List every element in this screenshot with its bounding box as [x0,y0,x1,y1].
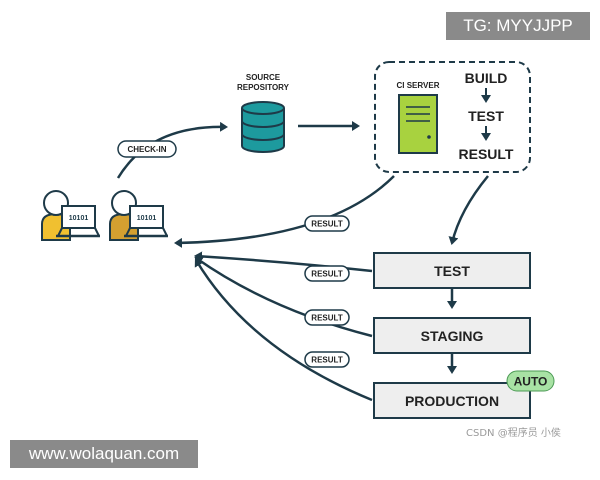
result-pill-3: RESULT [304,309,350,326]
laptop-screen-text-1: 10101 [69,215,89,222]
staging-result-arrow [194,256,373,338]
result-pill-4: RESULT [304,351,350,368]
stage-test-label: TEST [434,263,470,279]
source-repository-label-line1: SOURCE [246,73,281,82]
credit-text: CSDN @程序员 小侯 [466,428,561,439]
stage-test: TEST [373,252,531,289]
ci-to-test-arrow [448,175,489,245]
result-label-3: RESULT [311,314,343,323]
result-pill-1: RESULT [304,215,350,232]
ci-result-arrow [174,175,395,248]
auto-badge-label: AUTO [514,375,548,389]
ci-step-build: BUILD [465,70,508,86]
result-label-2: RESULT [311,270,343,279]
test-result-arrow [194,251,373,273]
source-repository-label-line2: REPOSITORY [237,83,290,92]
server-icon [398,94,438,154]
laptop-icon: 10101 [56,205,100,238]
stage-staging: STAGING [373,317,531,354]
stage-production: PRODUCTION [373,382,531,419]
source-repository: SOURCE REPOSITORY [237,73,290,153]
check-in-arrow [116,121,228,179]
result-label-1: RESULT [311,220,343,229]
ci-server-label: CI SERVER [397,81,440,90]
laptop-screen-text-2: 10101 [137,215,157,222]
production-result-arrow [194,258,373,402]
watermark-top: TG: MYYJJPP [446,12,590,40]
stage-staging-label: STAGING [421,328,484,344]
developer-2: 10101 [109,190,168,241]
ci-step-result: RESULT [459,146,514,162]
watermark-bottom: www.wolaquan.com [10,440,198,468]
auto-badge: AUTO [506,370,555,392]
check-in-label: CHECK-IN [127,145,166,154]
result-label-4: RESULT [311,356,343,365]
check-in-pill: CHECK-IN [117,140,177,158]
laptop-icon: 10101 [124,205,168,238]
ci-server-box: CI SERVER BUILD TEST RESULT [374,61,531,173]
database-icon [241,101,285,153]
ci-step-test: TEST [468,108,504,124]
stage-production-label: PRODUCTION [405,393,499,409]
result-pill-2: RESULT [304,265,350,282]
developer-1: 10101 [41,190,100,241]
